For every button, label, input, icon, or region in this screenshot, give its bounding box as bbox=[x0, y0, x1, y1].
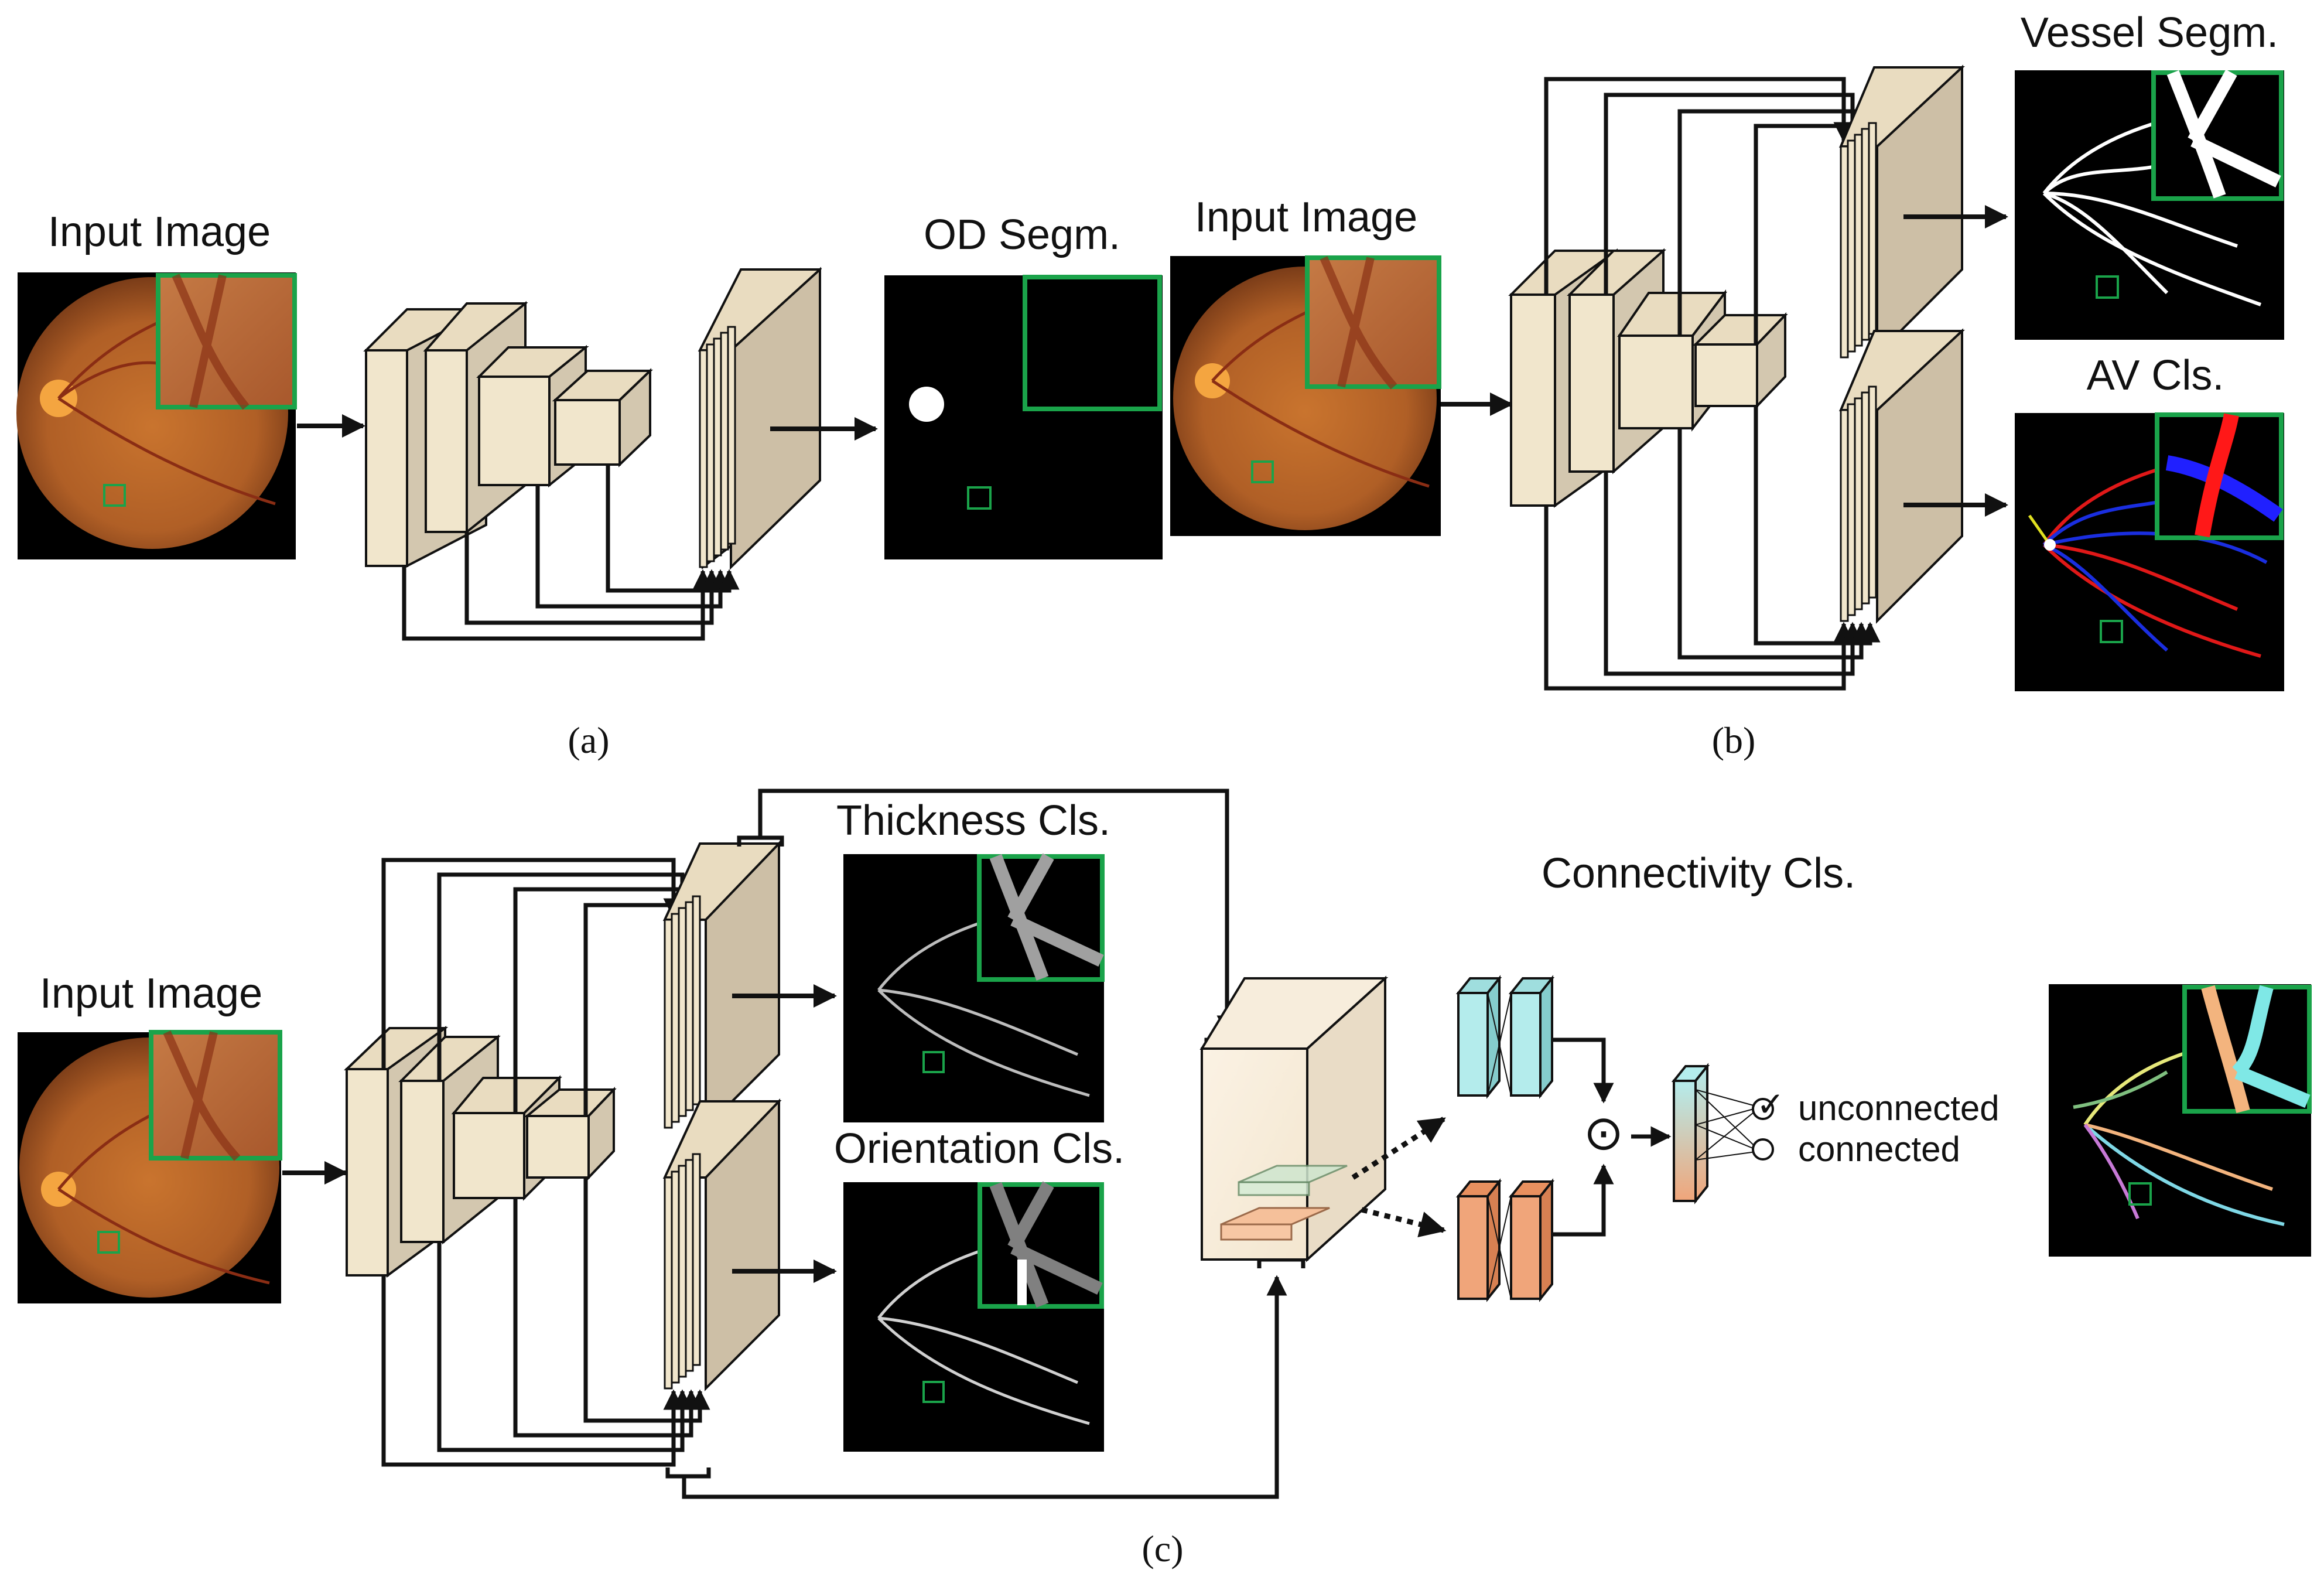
panel-b: Input Image bbox=[1170, 9, 2284, 761]
panel-c-merge-lines bbox=[1552, 1037, 1614, 1237]
panel-c-fundus-image bbox=[18, 1030, 282, 1303]
panel-b-output2-label: AV Cls. bbox=[2087, 352, 2224, 399]
panel-b-output1-label: Vessel Segm. bbox=[2021, 9, 2278, 56]
panel-b-vessel-segmentation-image bbox=[2015, 69, 2284, 340]
panel-c-skip-connections-bottom bbox=[381, 1178, 710, 1467]
option-unconnected-label: unconnected bbox=[1798, 1088, 2000, 1128]
panel-c: Input Image bbox=[18, 789, 2312, 1569]
panel-b-fundus-image bbox=[1170, 255, 1441, 536]
panel-b-caption: (b) bbox=[1712, 719, 1756, 761]
panel-c-caption: (c) bbox=[1142, 1528, 1183, 1569]
panel-c-encoder bbox=[344, 1026, 617, 1278]
panel-c-orange-fc-branch bbox=[1455, 1178, 1555, 1302]
check-icon: ✓ bbox=[1756, 1086, 1785, 1124]
panel-c-orientation-image bbox=[843, 1181, 1104, 1452]
panel-b-encoder bbox=[1508, 248, 1788, 508]
panel-c-decoder-head-bottom bbox=[662, 1098, 782, 1391]
panel-a-skip-connections bbox=[402, 465, 740, 641]
panel-c-input-label: Input Image bbox=[40, 970, 262, 1017]
unconnected-node bbox=[1752, 1098, 1774, 1120]
panel-a-output-label: OD Segm. bbox=[924, 211, 1120, 258]
panel-b-input-label: Input Image bbox=[1195, 194, 1417, 241]
panel-a: Input Image bbox=[16, 209, 1163, 761]
panel-c-teal-fc-branch bbox=[1455, 975, 1555, 1099]
panel-c-connectivity-output-image bbox=[2049, 984, 2312, 1257]
panel-c-connectivity-label: Connectivity Cls. bbox=[1542, 850, 1855, 897]
panel-c-dotted-arrow-bottom bbox=[1361, 1207, 1447, 1238]
panel-c-output-options: ✓ unconnected connected bbox=[1752, 1086, 2000, 1169]
panel-a-encoder bbox=[363, 301, 653, 568]
panel-a-decoder-head bbox=[698, 267, 822, 570]
panel-c-decoder-head-top bbox=[662, 841, 782, 1131]
panel-c-thickness-image bbox=[843, 853, 1105, 1122]
panel-c-connectivity-cube bbox=[1199, 975, 1389, 1262]
connected-node bbox=[1752, 1138, 1774, 1161]
panel-c-orientation-label: Orientation Cls. bbox=[834, 1125, 1125, 1172]
panel-b-decoder-head-bottom bbox=[1838, 328, 1965, 624]
panel-a-caption: (a) bbox=[568, 719, 609, 761]
panel-c-fused-fc-layer bbox=[1671, 1063, 1761, 1204]
panel-a-input-label: Input Image bbox=[48, 209, 271, 255]
panel-a-fundus-image bbox=[16, 272, 297, 559]
panel-a-od-segmentation-image bbox=[884, 275, 1163, 559]
panel-c-product-symbol: ⊙ bbox=[1584, 1107, 1624, 1160]
panel-b-skip-connections-bottom bbox=[1544, 406, 1881, 691]
panel-c-feature-route-lines bbox=[665, 789, 1305, 1499]
panel-c-thickness-label: Thickness Cls. bbox=[836, 797, 1110, 844]
panel-b-decoder-head-top bbox=[1838, 64, 1965, 359]
option-connected-label: connected bbox=[1798, 1129, 1960, 1169]
panel-b-av-classification-image bbox=[2015, 412, 2284, 691]
